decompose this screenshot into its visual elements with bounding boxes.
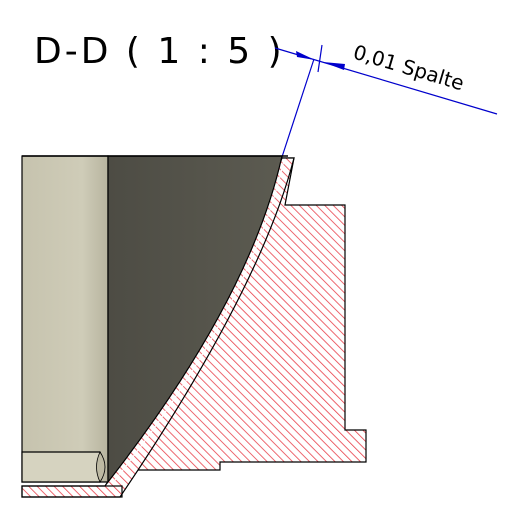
- view-title: D-D ( 1 : 5 ): [34, 31, 285, 72]
- body-dark-face: [107, 155, 283, 484]
- pin-end-cap: [96, 451, 106, 483]
- dimension-arrow-left: [296, 51, 315, 60]
- extension-line-right: [317, 44, 323, 73]
- extension-line-left: [280, 58, 315, 161]
- dimension-arrow-right: [323, 62, 345, 70]
- dimension-label: 0,01 Spalte: [351, 40, 467, 95]
- inner-gap-line: [111, 159, 285, 485]
- pin-body: [21, 451, 105, 483]
- body-light-face: [21, 155, 109, 483]
- bottom-strip-outline: [21, 485, 123, 498]
- pin-element: [21, 451, 106, 483]
- dimension-annotation: 0,01 Spalte: [274, 40, 498, 161]
- part-body: [21, 155, 288, 485]
